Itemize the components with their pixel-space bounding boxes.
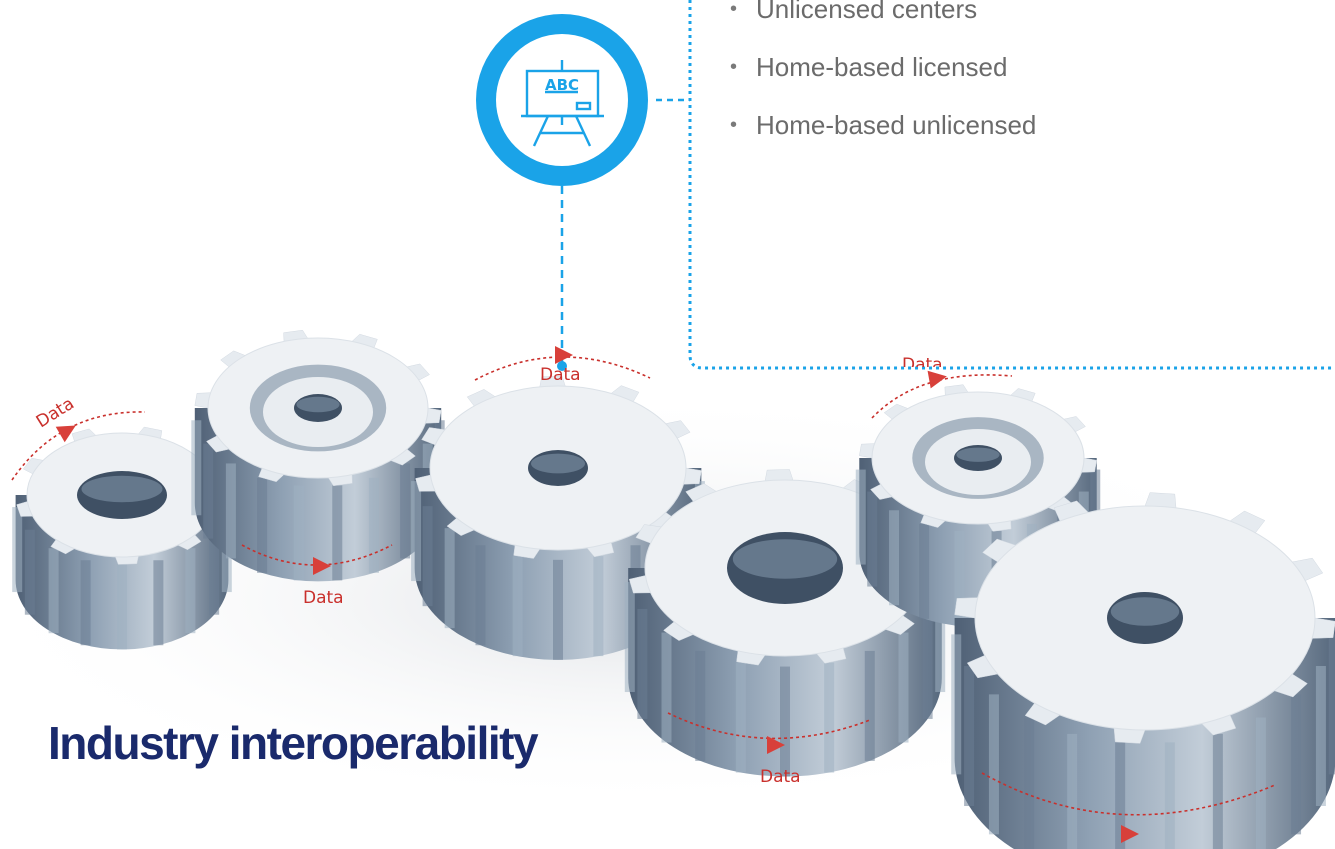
- flow-arrow: [767, 736, 785, 754]
- bullet-list: Unlicensed centers Home-based licensed H…: [730, 0, 1036, 154]
- flow-arrow: [927, 370, 947, 389]
- chalkboard-icon: [521, 60, 604, 147]
- connector-dot: [557, 361, 567, 371]
- bullet-item: Home-based licensed: [730, 38, 1036, 96]
- flow-arrow: [313, 557, 331, 575]
- data-label: Data: [760, 767, 801, 787]
- gear: [951, 492, 1335, 849]
- bullet-item: Unlicensed centers: [730, 0, 1036, 38]
- data-flows: [11, 346, 1276, 843]
- info-box-border: [688, 0, 1335, 370]
- page-title: Industry interoperability: [48, 717, 539, 769]
- flow-arrow: [1121, 825, 1139, 843]
- flow-arrow: [555, 346, 573, 364]
- data-label: Data: [303, 588, 344, 608]
- flow-arrow: [55, 425, 76, 443]
- gears-group: [12, 329, 1335, 849]
- data-label: Data: [540, 365, 581, 385]
- gear: [191, 329, 445, 582]
- flow-arc: [241, 544, 393, 566]
- chalkboard-text: ABC: [545, 76, 579, 94]
- gear: [411, 375, 705, 660]
- gear: [12, 426, 232, 650]
- data-label: Data: [902, 355, 943, 367]
- bullet-item: Home-based unlicensed: [730, 96, 1036, 154]
- icon-badge: ABC: [476, 14, 648, 186]
